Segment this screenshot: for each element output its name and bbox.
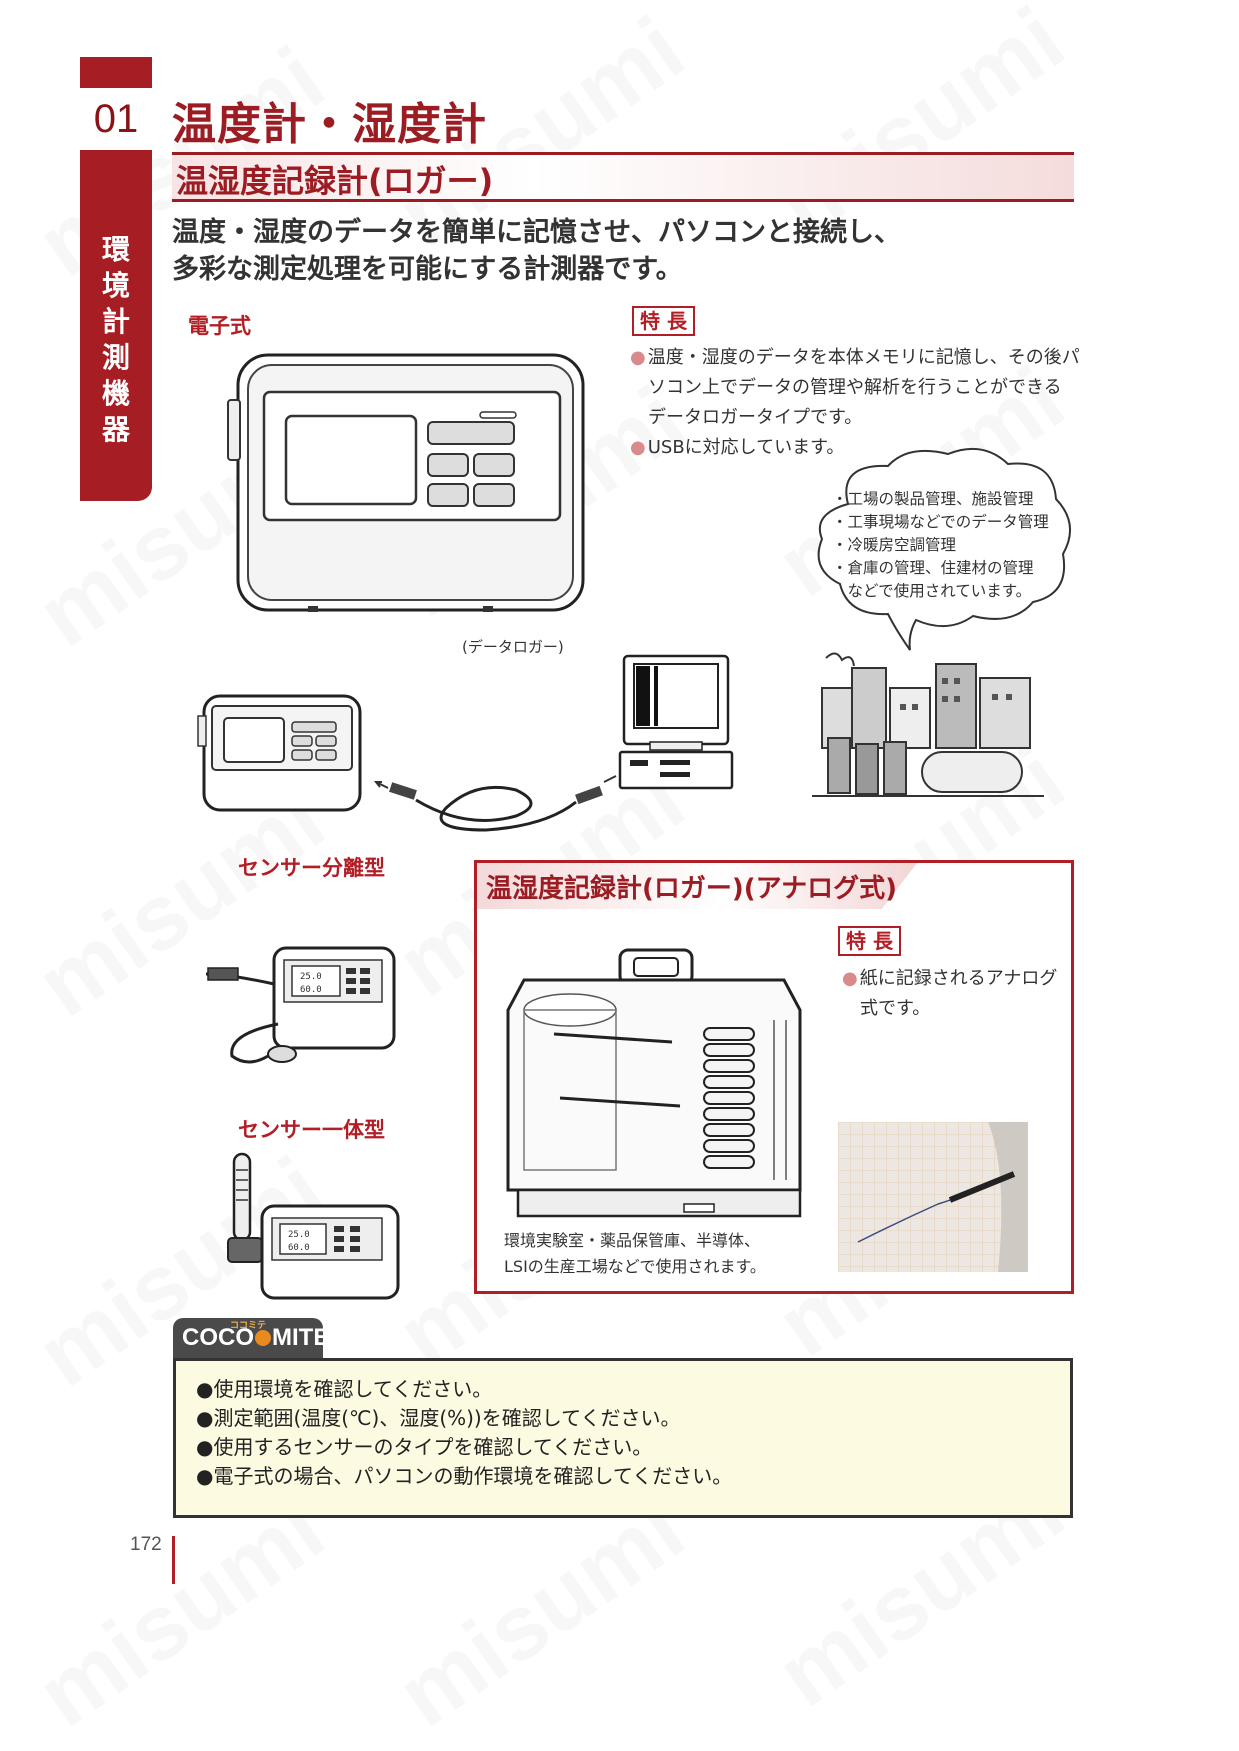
page-number-bar: [172, 1536, 175, 1584]
section-title: 温湿度記録計(ロガー): [176, 162, 494, 200]
data-logger-caption: (データロガー): [462, 638, 564, 656]
checklist-item: ●測定範囲(温度(℃)、湿度(%))を確認してください。: [196, 1406, 681, 1430]
page-title: 温度計・湿度計: [172, 99, 487, 150]
bullet-icon: ●: [630, 437, 646, 458]
data-logger-illustration: [227, 353, 585, 612]
feature-item: データロガータイプです。: [648, 407, 863, 428]
sensor-separate-illustration: 25.0 60.0: [205, 946, 396, 1064]
checklist-item: ●使用環境を確認してください。: [196, 1377, 493, 1401]
sensor-humidity-value: 60.0: [300, 985, 322, 995]
category-char: 機: [101, 377, 130, 410]
usage-line: LSIの生産工場などで使用されます。: [504, 1257, 766, 1276]
electronic-label: 電子式: [188, 314, 251, 338]
features-list: ●温度・湿度のデータを本体メモリに記憶し、その後パ ソコン上でデータの管理や解析…: [630, 343, 1080, 463]
usage-item: ・冷暖房空調管理: [832, 536, 957, 554]
sensor-temp-value: 25.0: [300, 972, 322, 982]
factory-illustration: [812, 652, 1044, 797]
bullet-icon: ●: [630, 347, 646, 368]
analog-header-bar: [477, 863, 917, 909]
speech-cloud-icon: [817, 447, 1072, 651]
checklist-item: ●使用するセンサーのタイプを確認してください。: [196, 1435, 653, 1459]
category-char: 器: [101, 413, 130, 446]
feature-item: ●紙に記録されるアナログ: [842, 968, 1058, 989]
usage-cloud-text: ・工場の製品管理、施設管理 ・工事現場などでのデータ管理 ・冷暖房空調管理 ・倉…: [832, 488, 1049, 603]
lead-text: 温度・湿度のデータを簡単に記憶させ、パソコンと接続し、 多彩な測定処理を可能にす…: [172, 214, 901, 288]
category-char: 境: [101, 269, 130, 302]
analog-features-list: ●紙に記録されるアナログ 式です。: [842, 964, 1057, 1024]
lead-line: 温度・湿度のデータを簡単に記憶させ、パソコンと接続し、: [172, 217, 901, 248]
sensor-separate-label: センサー分離型: [238, 856, 385, 880]
analog-recorder-illustration: [506, 948, 802, 1218]
sensor-temp-value: 25.0: [288, 1230, 310, 1240]
category-char: 測: [101, 341, 130, 374]
lead-line: 多彩な測定処理を可能にする計測器です。: [172, 254, 683, 285]
usage-item: ・工場の製品管理、施設管理: [832, 490, 1034, 508]
sensor-integrated-illustration: 25.0 60.0: [227, 1152, 400, 1300]
page-number: 172: [130, 1534, 162, 1555]
features-badge: 特 長: [632, 306, 695, 336]
usage-item: ・倉庫の管理、住建材の管理: [832, 559, 1034, 577]
usage-line: 環境実験室・薬品保管庫、半導体、: [504, 1231, 761, 1250]
analog-features-badge: 特 長: [838, 926, 901, 956]
cocomite-checklist: ●使用環境を確認してください。 ●測定範囲(温度(℃)、湿度(%))を確認してく…: [196, 1375, 732, 1491]
feature-item: ●USBに対応しています。: [630, 437, 845, 458]
sensor-humidity-value: 60.0: [288, 1243, 310, 1253]
cocomite-logo-small: ココミテ: [230, 1321, 267, 1331]
usb-cable-icon: [373, 775, 617, 832]
checklist-item: ●電子式の場合、パソコンの動作環境を確認してください。: [196, 1464, 733, 1488]
cocomite-tab: [173, 1318, 323, 1360]
cocomite-note-box: [173, 1358, 1073, 1518]
usage-item: などで使用されています。: [832, 582, 1032, 600]
chapter-category: 環 境 計 測 機 器: [80, 232, 152, 448]
personal-computer-icon: [618, 654, 734, 790]
feature-item: 式です。: [860, 998, 931, 1019]
chart-paper-photo: [838, 1122, 1028, 1272]
sensor-integrated-label: センサー一体型: [238, 1118, 385, 1142]
usage-item: ・工事現場などでのデータ管理: [832, 513, 1049, 531]
analog-usage-text: 環境実験室・薬品保管庫、半導体、 LSIの生産工場などで使用されます。: [504, 1228, 766, 1280]
cocomite-dot-icon: [255, 1330, 271, 1346]
bullet-icon: ●: [842, 968, 858, 989]
analog-title: 温湿度記録計(ロガー)(アナログ式): [486, 874, 898, 904]
category-char: 計: [101, 305, 130, 338]
small-logger-icon: [197, 694, 362, 812]
feature-item: ●温度・湿度のデータを本体メモリに記憶し、その後パ: [630, 347, 1080, 368]
category-char: 環: [101, 233, 130, 266]
chapter-number: 01: [80, 88, 152, 150]
feature-item: ソコン上でデータの管理や解析を行うことができる: [648, 377, 1062, 398]
section-header-bar: [172, 152, 1074, 202]
